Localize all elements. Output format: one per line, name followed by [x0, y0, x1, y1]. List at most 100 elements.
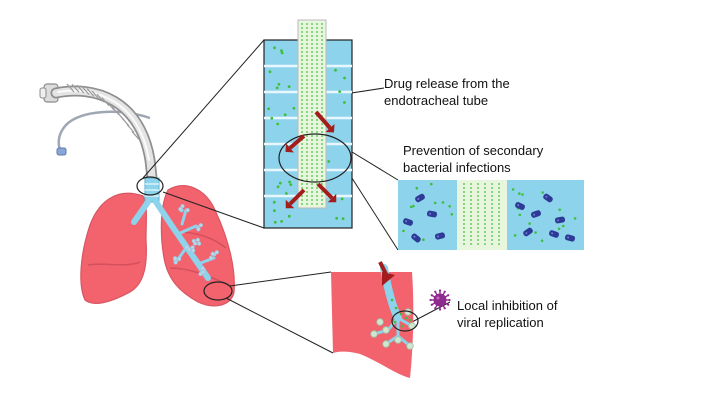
drug-particle	[390, 298, 394, 302]
release-arrow-icon	[316, 182, 337, 203]
bacteria-icon	[411, 233, 421, 243]
trachea-zoom-circle	[136, 176, 164, 196]
bacteria-zoom-panel	[398, 180, 584, 250]
alveolus	[406, 342, 414, 350]
alveolus	[370, 330, 378, 338]
bacteria-icon	[415, 193, 425, 203]
drug-particle	[528, 222, 531, 225]
drug-release-line-1: Drug release from the	[384, 76, 510, 91]
drug-particle	[540, 239, 544, 242]
drug-particle	[534, 231, 537, 234]
bacteria-icon	[543, 193, 553, 203]
release-arrow-icon	[285, 188, 306, 209]
drug-particle	[433, 201, 437, 205]
drug-release-line-2: endotracheal tube	[384, 93, 489, 108]
release-arrow-icon	[285, 134, 306, 153]
drug-particle	[288, 180, 291, 184]
alveolus	[382, 326, 390, 334]
drug-particle	[518, 213, 522, 217]
drug-particle	[541, 191, 544, 194]
drug-particle	[275, 86, 279, 90]
drug-particle	[268, 70, 272, 74]
drug-particle	[511, 188, 515, 191]
drug-particle	[273, 209, 276, 213]
bacteria-icon	[426, 210, 438, 218]
bacteria-icon	[515, 201, 525, 211]
release-arrow-icon	[314, 110, 335, 133]
lung-zoom-circle	[203, 281, 233, 301]
drug-particle	[276, 122, 280, 126]
drug-particle	[404, 316, 408, 320]
viral-inhibition-line-2: viral replication	[457, 315, 544, 330]
drug-particle	[400, 324, 404, 328]
drug-particle	[394, 306, 398, 310]
drug-particle	[285, 192, 288, 195]
drug-particle	[558, 208, 561, 212]
bacteria-icon	[434, 232, 446, 240]
drug-particle	[422, 238, 425, 241]
drug-particle	[518, 192, 521, 195]
drug-particle	[415, 186, 419, 190]
drug-particle	[557, 227, 561, 231]
drug-particle	[338, 90, 342, 93]
drug-particle	[412, 204, 415, 208]
virus-icon	[429, 289, 451, 311]
drug-particle	[287, 214, 291, 218]
viral-inhibition-label: Local inhibition of viral replication	[457, 297, 557, 331]
drug-particle	[441, 201, 445, 204]
drug-particle	[448, 205, 452, 208]
bacteria-icon	[530, 210, 542, 218]
drug-particle	[341, 217, 345, 221]
drug-particle	[287, 85, 291, 88]
drug-particle	[276, 185, 280, 189]
drug-particle	[399, 312, 403, 316]
drug-particle	[430, 182, 433, 186]
viral-inhibition-line-1: Local inhibition of	[457, 298, 558, 313]
secondary-infection-line-1: Prevention of secondary	[403, 143, 544, 158]
alveolus	[394, 336, 402, 344]
drug-particle	[513, 234, 517, 237]
drug-particle	[408, 318, 412, 322]
drug-particle	[280, 49, 283, 53]
drug-particle	[340, 197, 344, 201]
drug-particle	[277, 82, 281, 86]
bacteria-icon	[548, 230, 560, 238]
bacteria-icon	[564, 234, 576, 242]
drug-particle	[334, 68, 337, 72]
secondary-infection-line-2: bacterial infections	[403, 160, 511, 175]
drug-particle	[402, 229, 405, 233]
alveolus	[376, 318, 384, 326]
bacteria-icon	[523, 227, 533, 237]
drug-particle	[280, 220, 283, 223]
drug-particle	[343, 76, 346, 80]
drug-particle	[409, 205, 413, 209]
drug-particle	[273, 46, 276, 50]
drug-release-label: Drug release from the endotracheal tube	[384, 75, 510, 109]
drug-particle	[267, 107, 270, 111]
drug-particle	[280, 51, 284, 55]
drug-particle	[289, 183, 293, 187]
drug-particle	[521, 193, 524, 196]
endotracheal-tube-icon	[39, 83, 158, 184]
secondary-infection-label: Prevention of secondary bacterial infect…	[403, 142, 543, 176]
drug-particle	[278, 181, 282, 185]
bacteria-icon	[554, 216, 566, 224]
drug-particle	[450, 213, 454, 216]
drug-particle	[270, 116, 274, 120]
drug-particle	[327, 160, 331, 163]
trachea-zoom-panel	[263, 19, 353, 229]
lung-zoom-panel	[331, 261, 419, 378]
drug-particle	[273, 220, 277, 224]
drug-particle	[283, 113, 287, 117]
drug-particle	[343, 101, 346, 104]
drug-particle	[573, 217, 577, 220]
bacteria-icon	[402, 218, 414, 226]
drug-particle	[292, 106, 296, 110]
drug-particle	[393, 320, 397, 324]
drug-particle	[335, 216, 339, 220]
lungs-icon	[80, 177, 235, 307]
alveolus	[382, 340, 390, 348]
drug-particle	[562, 224, 565, 228]
drug-particle	[272, 200, 276, 204]
